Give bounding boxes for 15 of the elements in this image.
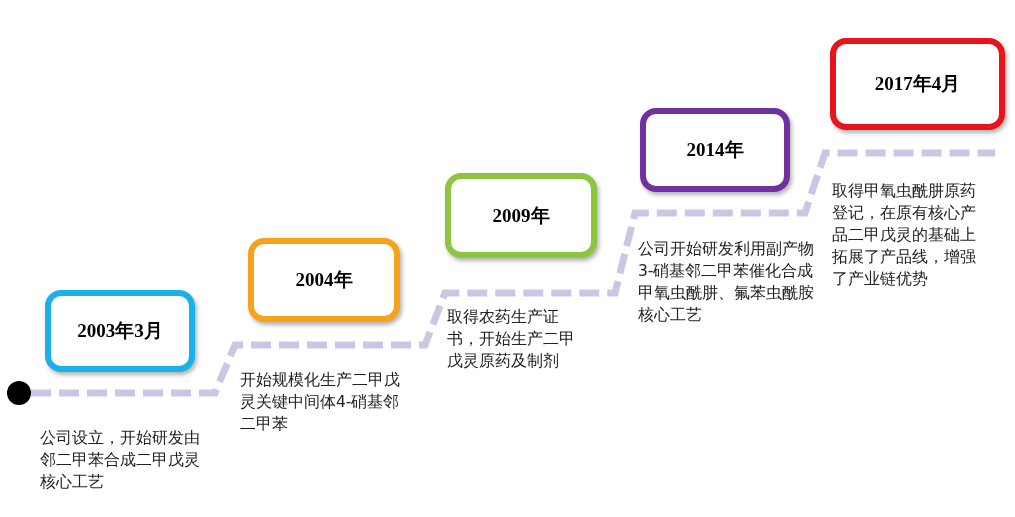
milestone-description: 取得甲氧虫酰肼原药登记，在原有核心产品二甲戊灵的基础上拓展了产品线，增强了产业链优势 (832, 181, 977, 290)
year-box (640, 108, 790, 192)
milestone-description: 取得农药生产证书，开始生产二甲戊灵原药及制剂 (447, 307, 576, 372)
milestone-description: 公司开始研发利用副产物3-硝基邻二甲苯催化合成甲氧虫酰肼、氟苯虫酰胺核心工艺 (638, 239, 815, 326)
year-label: 2003年3月 (77, 319, 163, 343)
year-label: 2009年 (492, 203, 550, 228)
milestone-description: 公司设立，开始研发由邻二甲苯合成二甲戊灵核心工艺 (40, 428, 201, 493)
year-box (248, 238, 400, 322)
year-box (45, 290, 195, 372)
year-label: 2014年 (686, 138, 744, 162)
year-label: 2017年4月 (874, 72, 961, 96)
year-box (445, 173, 597, 258)
year-label: 2004年 (295, 268, 353, 292)
milestone-description: 开始规模化生产二甲戊灵关键中间体4-硝基邻二甲苯 (240, 370, 401, 435)
year-box (830, 38, 1005, 130)
